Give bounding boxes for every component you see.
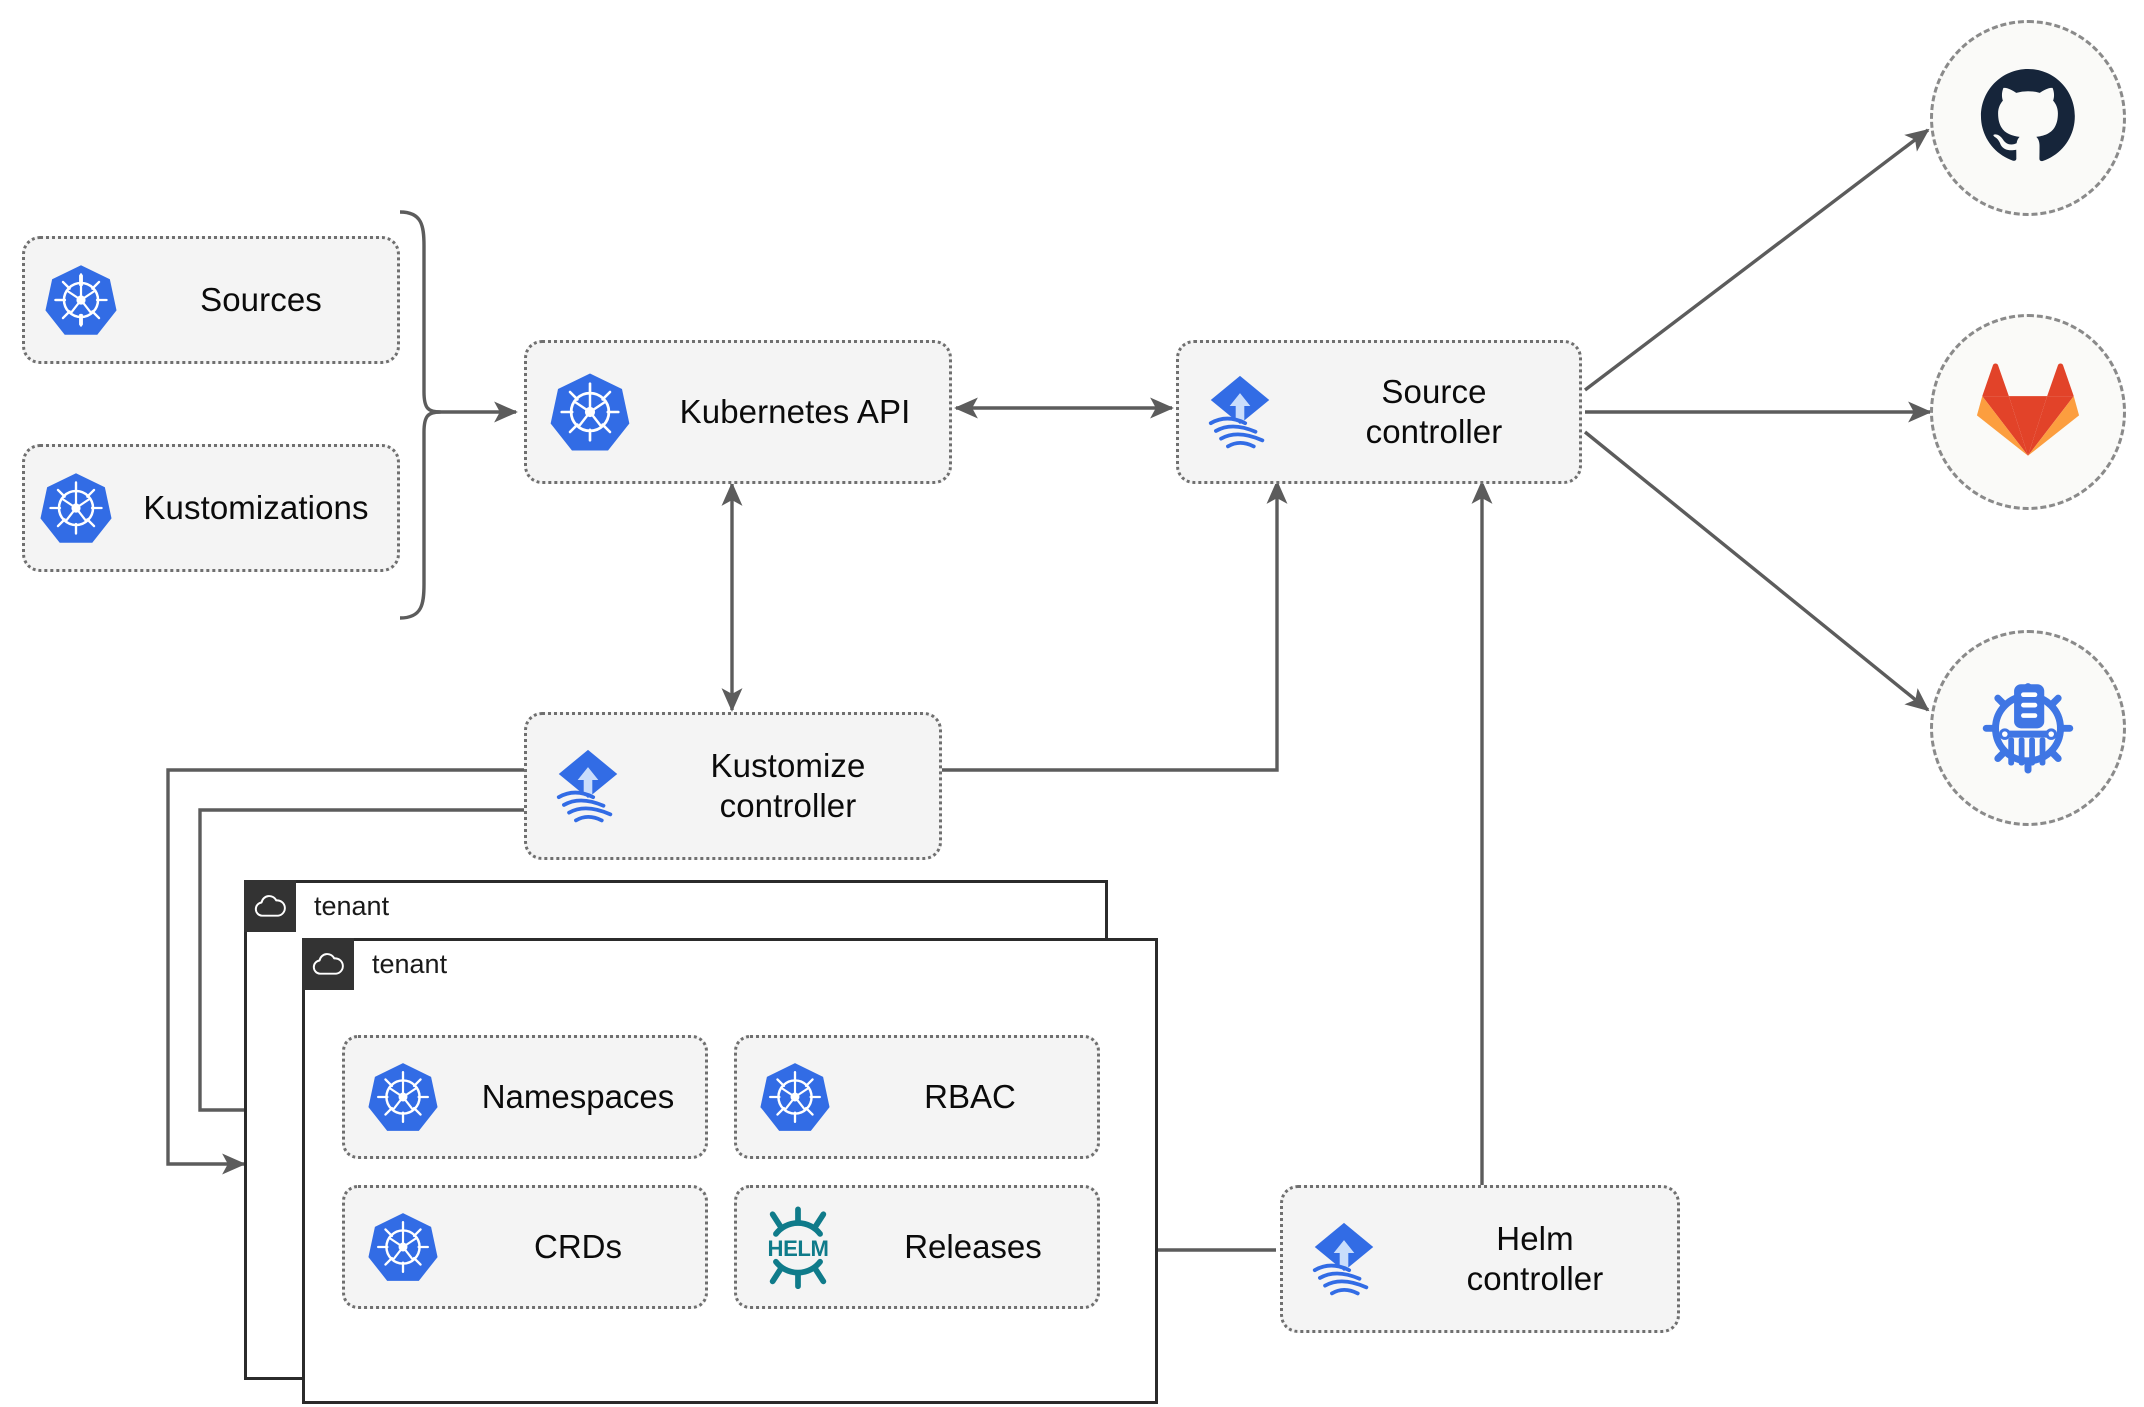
- kubernetes-icon: [527, 371, 653, 453]
- node-label: Kustomizations: [143, 488, 369, 526]
- kubernetes-icon: [25, 471, 127, 545]
- node-source-controller[interactable]: Source controller: [1176, 340, 1582, 484]
- edge-resources-bracket: [399, 210, 442, 620]
- circle-gitlab[interactable]: [1930, 314, 2126, 510]
- node-label: RBAC: [924, 1078, 1016, 1115]
- helm-icon: HELM: [737, 1205, 859, 1289]
- edge-source-controller-to-helm-repository: [1583, 430, 1930, 712]
- node-namespaces[interactable]: Namespaces: [342, 1035, 708, 1159]
- svg-text:HELM: HELM: [768, 1236, 829, 1261]
- node-label: Kustomize controller: [710, 746, 866, 824]
- node-releases[interactable]: HELM Releases: [734, 1185, 1100, 1309]
- node-label: Helm controller: [1466, 1219, 1604, 1297]
- kubernetes-icon: [737, 1061, 853, 1133]
- node-label: Kubernetes API: [679, 392, 911, 430]
- tenant-inner[interactable]: tenant: [302, 938, 1158, 1404]
- kubernetes-icon: [25, 263, 137, 337]
- flux-icon: [527, 743, 649, 829]
- helm-repository-icon: [1970, 668, 2086, 789]
- node-label: Source controller: [1365, 372, 1503, 450]
- node-kustomizations[interactable]: Kustomizations: [22, 444, 400, 572]
- flux-icon: [1283, 1216, 1405, 1302]
- cloud-icon: [302, 938, 354, 990]
- kubernetes-icon: [345, 1211, 461, 1283]
- circle-github[interactable]: [1930, 20, 2126, 216]
- node-label: Releases: [904, 1228, 1042, 1265]
- node-kubernetes-api[interactable]: Kubernetes API: [524, 340, 952, 484]
- tenant-inner-label: tenant: [372, 948, 448, 979]
- circle-helm-repository[interactable]: [1930, 630, 2126, 826]
- tenant-inner-header: tenant: [302, 938, 447, 990]
- node-rbac[interactable]: RBAC: [734, 1035, 1100, 1159]
- gitlab-icon: [1974, 360, 2082, 465]
- node-label: CRDs: [534, 1228, 622, 1265]
- flux-icon: [1179, 369, 1301, 455]
- github-icon: [1972, 60, 2084, 177]
- tenant-outer-header: tenant: [244, 880, 389, 932]
- node-sources[interactable]: Sources: [22, 236, 400, 364]
- kubernetes-icon: [345, 1061, 461, 1133]
- edge-source-controller-to-github: [1583, 128, 1930, 392]
- node-kustomize-controller[interactable]: Kustomize controller: [524, 712, 942, 860]
- node-label: Sources: [200, 280, 322, 318]
- node-crds[interactable]: CRDs: [342, 1185, 708, 1309]
- tenant-outer-label: tenant: [314, 890, 390, 921]
- node-helm-controller[interactable]: Helm controller: [1280, 1185, 1680, 1333]
- cloud-icon: [244, 880, 296, 932]
- edge-kustomize-to-source-controller: [940, 480, 1288, 772]
- node-label: Namespaces: [481, 1078, 675, 1115]
